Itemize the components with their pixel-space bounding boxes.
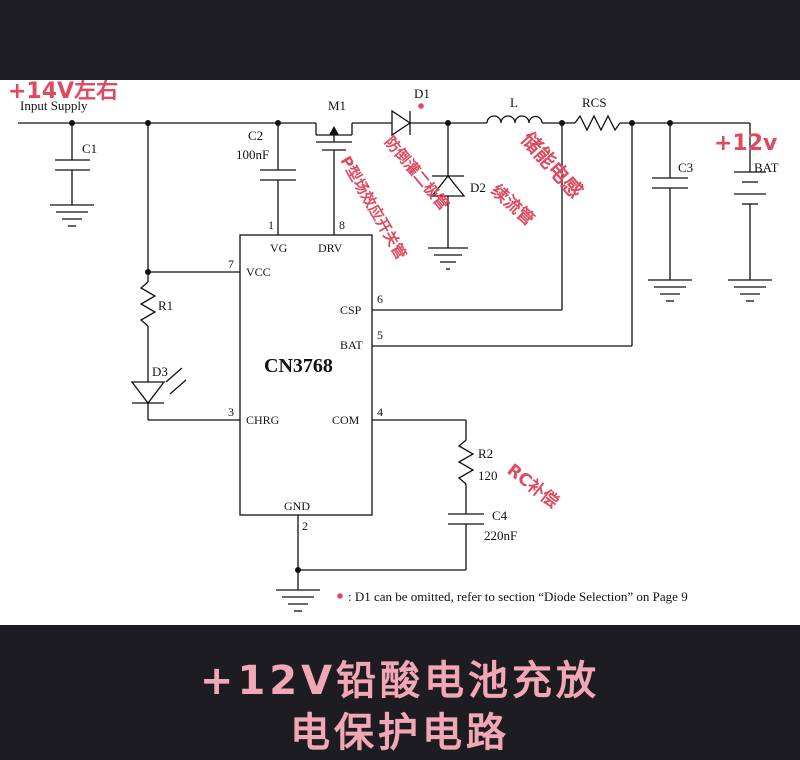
pin-number-4: 4 xyxy=(377,405,383,419)
c4-label: C4 xyxy=(492,508,508,523)
c4-value: 220nF xyxy=(484,528,517,543)
inductor-note: 储能电感 xyxy=(516,127,587,203)
input-voltage-note: +14V左右 xyxy=(8,80,118,104)
pin-number-6: 6 xyxy=(377,292,383,306)
c3-label: C3 xyxy=(678,160,693,175)
c2-label: C2 xyxy=(248,128,263,143)
pin-vcc: VCC xyxy=(246,265,271,279)
pin-drv: DRV xyxy=(318,241,343,255)
battery-label: BAT xyxy=(754,160,779,175)
pin-chrg: CHRG xyxy=(246,413,280,427)
d1-note: 防倒灌二极管 xyxy=(381,133,453,214)
c1-label: C1 xyxy=(82,141,97,156)
inductor-label: L xyxy=(510,95,518,110)
d3-label: D3 xyxy=(152,364,168,379)
rc-compensation-note: RC补偿 xyxy=(503,459,563,512)
top-dark-band xyxy=(0,0,800,80)
d2-note: 续流管 xyxy=(487,180,539,230)
r2-label: R2 xyxy=(478,446,493,461)
r1-label: R1 xyxy=(158,298,173,313)
pin-gnd: GND xyxy=(284,499,310,513)
pin-number-5: 5 xyxy=(377,328,383,342)
pin-com: COM xyxy=(332,413,360,427)
mosfet-note: P型场效应开关管 xyxy=(337,153,411,262)
d1-label: D1 xyxy=(414,86,430,101)
footnote: : D1 can be omitted, refer to section “D… xyxy=(348,589,688,604)
pin-csp: CSP xyxy=(340,303,362,317)
pin-number-1: 1 xyxy=(268,218,274,232)
pin-number-2: 2 xyxy=(302,519,308,533)
bottom-dark-band xyxy=(0,625,800,760)
pin-number-7: 7 xyxy=(228,257,234,271)
output-voltage-note: +12v xyxy=(714,131,778,156)
d2-label: D2 xyxy=(470,180,486,195)
caption-line-2: 电保护电路 xyxy=(290,710,510,756)
pin-number-3: 3 xyxy=(228,405,234,419)
c2-value: 100nF xyxy=(236,147,269,162)
chip-name: CN3768 xyxy=(264,355,333,377)
pin-bat: BAT xyxy=(340,338,363,352)
input-supply-label: Input Supply xyxy=(20,98,88,113)
caption-line-1: +12V铅酸电池充放 xyxy=(199,658,601,704)
rcs-label: RCS xyxy=(582,95,607,110)
schematic-drawing: Input Supply C1 C2 100nF M1 D1 D2 L RCS … xyxy=(8,78,779,612)
m1-label: M1 xyxy=(328,98,346,113)
pin-vg: VG xyxy=(270,241,288,255)
circuit-schematic: Input Supply C1 C2 100nF M1 D1 D2 L RCS … xyxy=(0,78,800,625)
r2-value: 120 xyxy=(478,468,498,483)
pin-number-8: 8 xyxy=(339,218,345,232)
